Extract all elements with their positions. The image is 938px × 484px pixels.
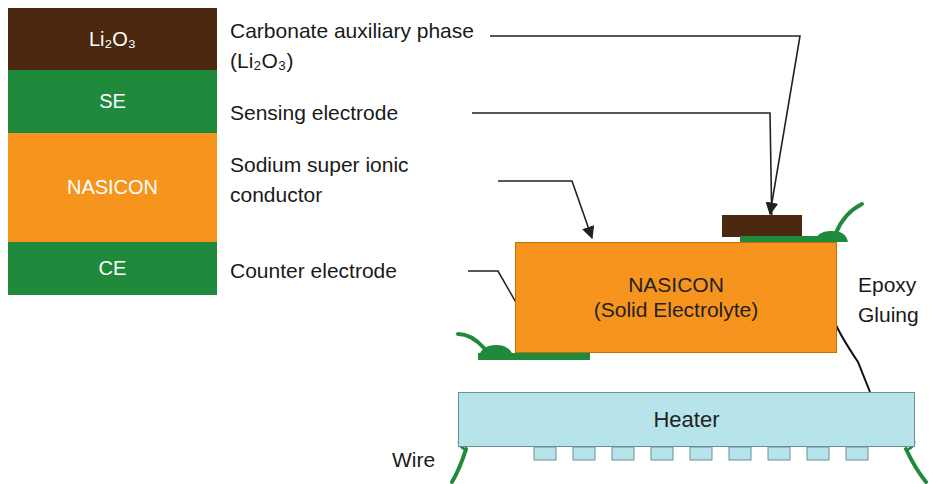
layer-block: NASICON	[8, 133, 217, 242]
node-title: NASICON	[67, 176, 158, 199]
heater-pad	[573, 447, 595, 460]
part-label: Counter electrode	[230, 256, 466, 286]
node-title: CE	[99, 257, 127, 280]
leader-line	[472, 113, 772, 232]
layer-block: SE	[8, 70, 217, 133]
heater-pad	[534, 447, 556, 460]
epoxy-glue	[836, 325, 870, 392]
layer-block: Li₂O₃	[8, 8, 217, 70]
part-label: Carbonate auxiliary phase (Li₂O₃)	[230, 16, 492, 77]
heater-pad	[768, 447, 790, 460]
heater-pad	[690, 447, 712, 460]
wire	[836, 204, 862, 233]
node-title: Heater	[653, 407, 719, 432]
gap	[478, 360, 590, 392]
node-title: SE	[99, 90, 126, 113]
solder-blob	[814, 231, 848, 242]
leader-line	[490, 36, 800, 214]
wire	[906, 449, 926, 482]
wire	[458, 334, 484, 348]
electrolyte-block: NASICON(Solid Electrolyte)	[515, 242, 837, 353]
part-label: Epoxy Gluing	[858, 270, 934, 331]
heater-pad	[651, 447, 673, 460]
heater-pads	[534, 447, 868, 460]
part-label: Sodium super ionic conductor	[230, 150, 496, 211]
layer-block: CE	[8, 242, 217, 295]
heater-pad	[807, 447, 829, 460]
node-title: NASICON	[628, 273, 724, 297]
leader-line	[498, 181, 592, 238]
part-label: Wire	[392, 445, 452, 475]
heater-pad	[729, 447, 751, 460]
node-title: Li₂O₃	[89, 28, 136, 51]
carbonate-block	[722, 215, 802, 237]
part-label: Sensing electrode	[230, 98, 470, 128]
wire	[452, 449, 466, 482]
heater-pad	[846, 447, 868, 460]
heater-block: Heater	[458, 392, 915, 447]
heater-pad	[612, 447, 634, 460]
node-subtitle: (Solid Electrolyte)	[594, 298, 759, 322]
